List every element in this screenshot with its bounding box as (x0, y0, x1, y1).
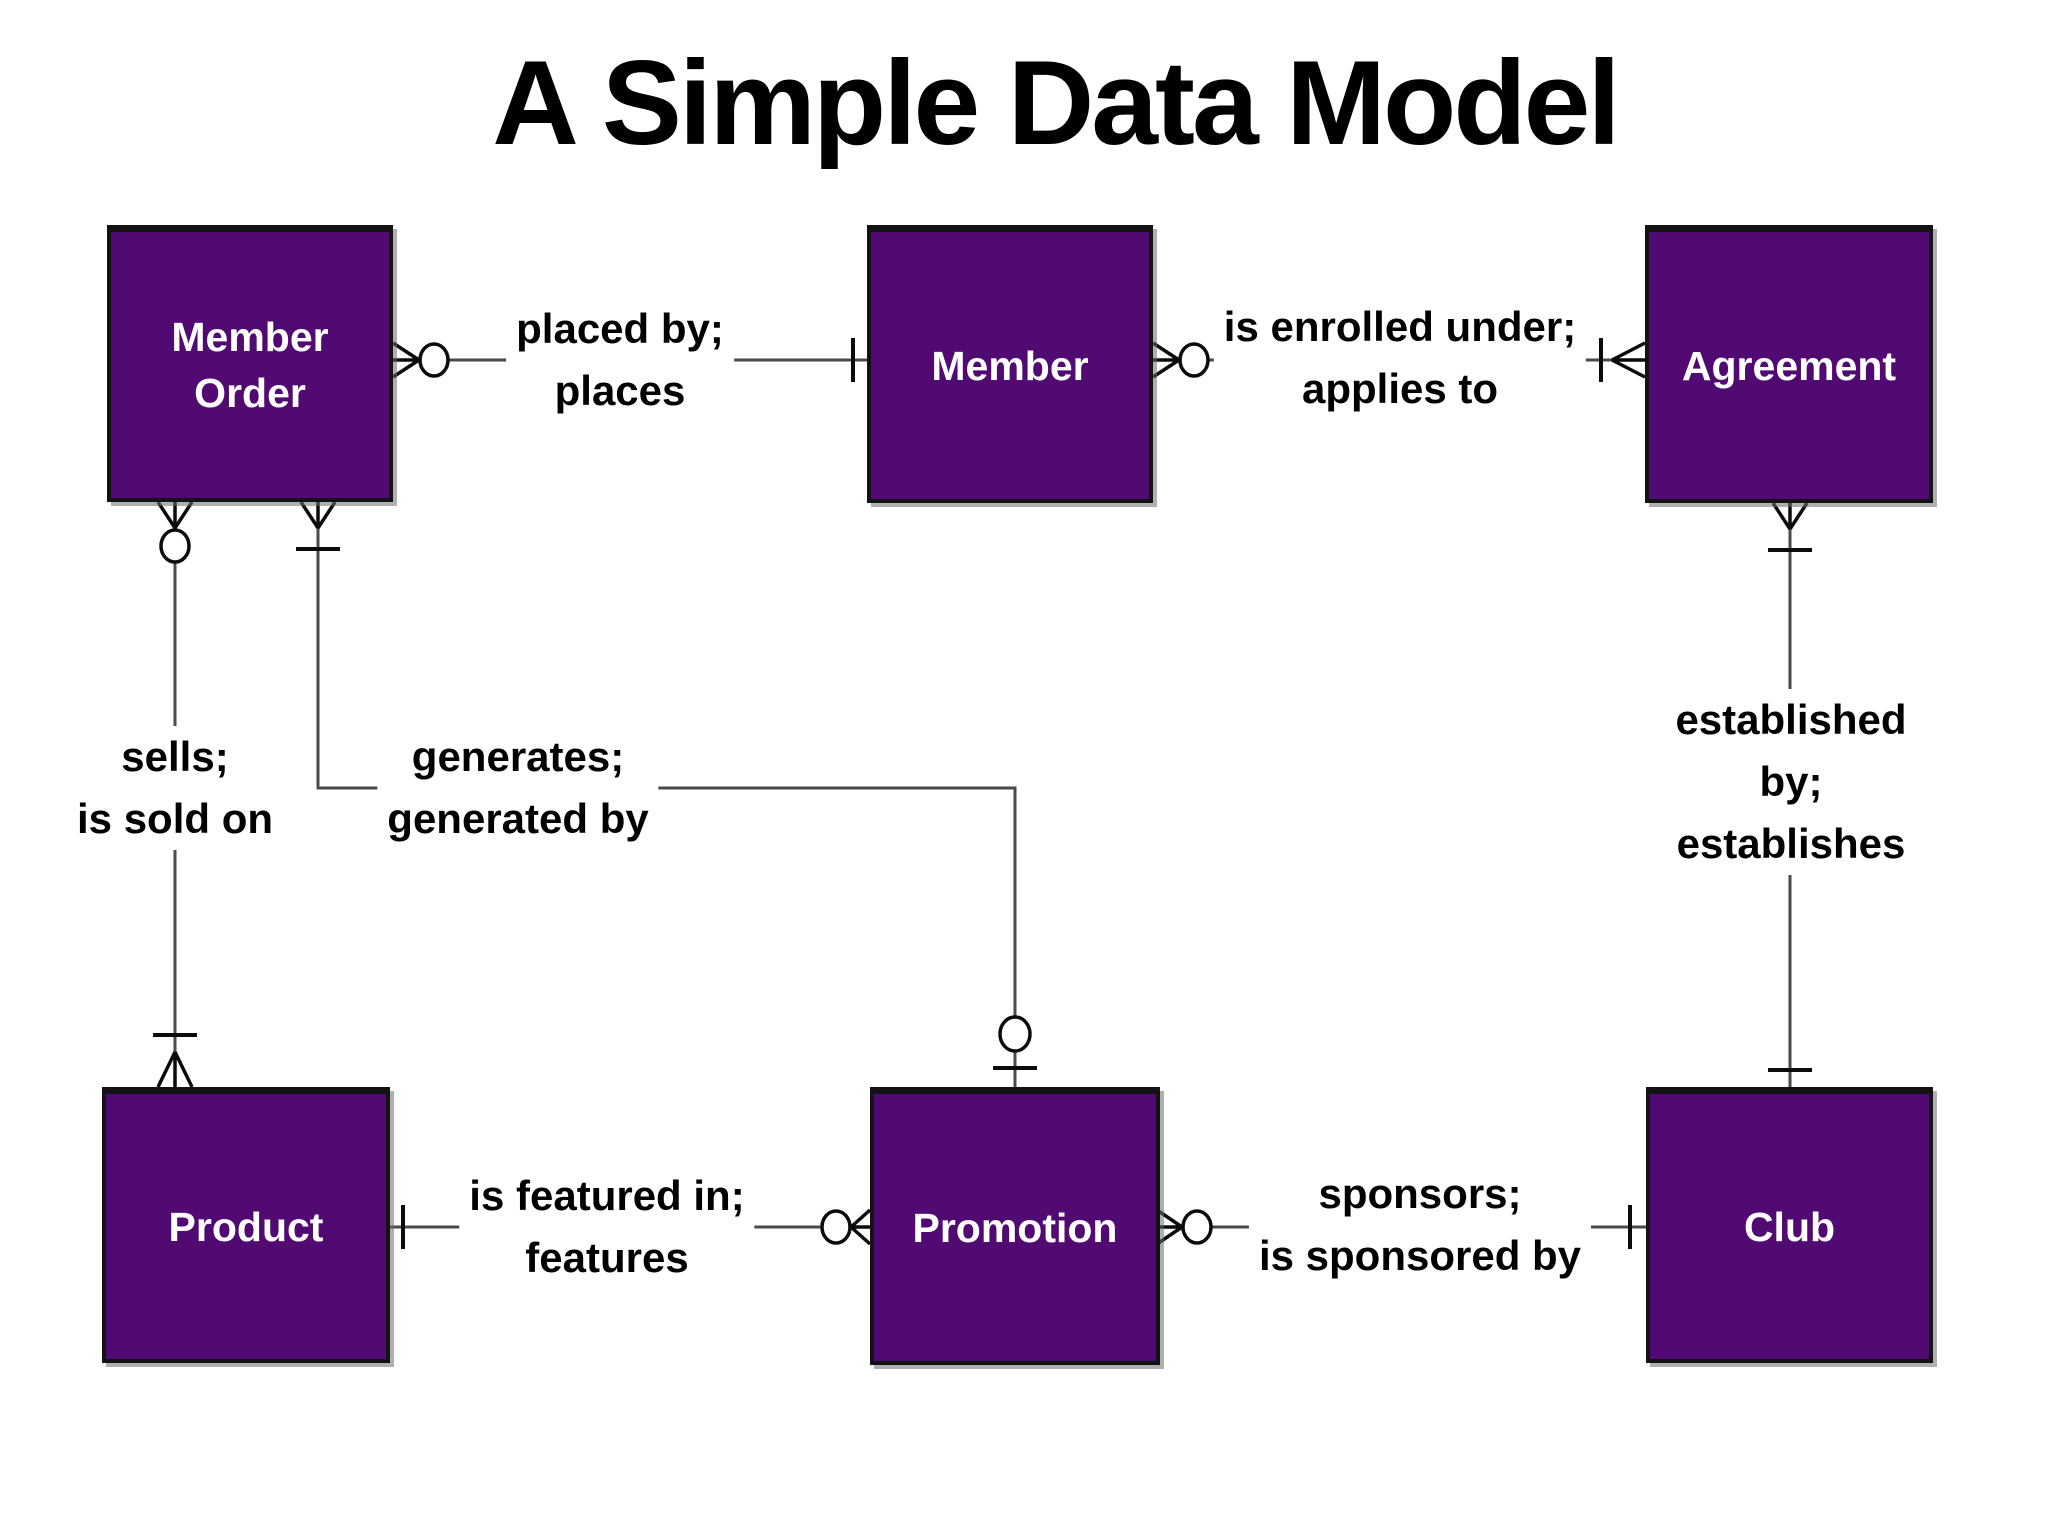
entity-label: Agreement (1681, 342, 1897, 389)
entity-label: Member (931, 342, 1089, 389)
optional-circle-icon (820, 1209, 852, 1245)
crow-foot-icon (1771, 502, 1809, 530)
optional-circle-icon (1181, 1209, 1213, 1245)
entity-member: Member (867, 225, 1153, 503)
entity-label: Promotion (912, 1204, 1118, 1251)
optional-circle-icon (1178, 342, 1210, 378)
entity-label: Product (168, 1203, 324, 1250)
entity-member-order: Member Order (107, 225, 393, 502)
entity-product: Product (102, 1087, 390, 1363)
relationship-label-sponsors: sponsors; is sponsored by (1248, 1163, 1592, 1287)
page-title: A Simple Data Model (492, 36, 1620, 170)
optional-circle-icon (998, 1015, 1032, 1053)
entity-promotion: Promotion (870, 1087, 1160, 1365)
crow-foot-icon (392, 341, 420, 379)
relationship-label-placed-by: placed by; places (506, 298, 734, 422)
relationship-label-enrolled: is enrolled under; applies to (1213, 296, 1587, 420)
relationship-label-sells: sells; is sold on (66, 726, 284, 850)
entity-agreement: Agreement (1645, 225, 1933, 503)
crow-foot-icon (849, 1208, 872, 1246)
crow-foot-icon (1611, 341, 1646, 379)
relationship-sells (153, 501, 197, 1088)
crow-foot-icon (1156, 1208, 1183, 1246)
relationship-label-generates: generates; generated by (377, 726, 659, 850)
crow-foot-icon (1152, 341, 1180, 379)
entity-label: Club (1743, 1203, 1836, 1250)
entity-club: Club (1646, 1087, 1933, 1363)
relationship-label-featured: is featured in; features (459, 1165, 755, 1289)
optional-circle-icon (159, 528, 191, 564)
relationship-generates (296, 501, 1037, 1087)
relationship-label-established: established by; establishes (1662, 689, 1920, 875)
relationship-line (316, 502, 1017, 1087)
optional-circle-icon (418, 342, 450, 378)
entity-label: Member Order (171, 314, 329, 416)
crow-foot-icon (156, 501, 194, 529)
crow-foot-icon (299, 501, 337, 529)
crow-foot-icon (156, 1051, 194, 1088)
